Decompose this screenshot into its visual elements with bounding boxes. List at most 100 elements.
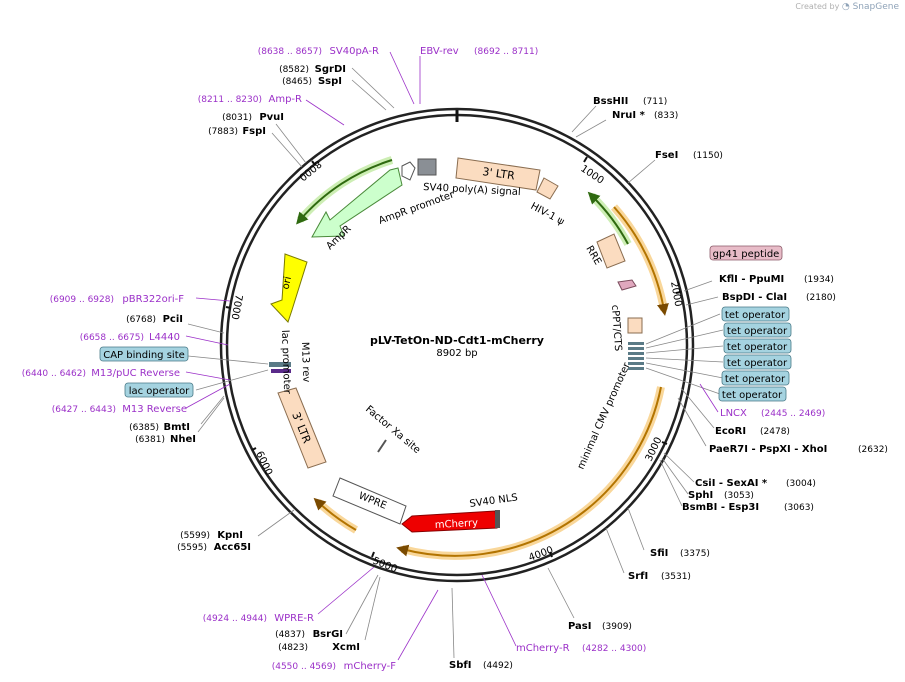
leader-lines (187, 67, 724, 659)
boxed-cap-binding-site-text: CAP binding site (103, 350, 185, 361)
enzyme-paer7i-pspxi-xhoi-pos: (2632) (858, 445, 888, 455)
orange-arc-upper (613, 206, 669, 316)
boxed-tet-operator-4 (723, 354, 792, 370)
plasmid-title: pLV-TetOn-ND-Cdt1-mCherry (370, 334, 544, 347)
enzyme-ecori-pos: (2478) (760, 427, 790, 437)
enzyme-kfli-ppumi-pos: (1934) (804, 275, 834, 285)
label-ampr-promoter: AmpR promoter (377, 189, 456, 227)
enzyme-sbfi-pos: (4492) (483, 661, 513, 671)
enzyme-kpni: KpnI (217, 530, 243, 541)
boxed-tet-operator-2-text: tet operator (727, 326, 788, 337)
label-hiv1-psi: HIV-1 ψ (529, 201, 567, 228)
primer-l4440-range: (6658 .. 6675) (80, 333, 144, 343)
primer-wpre-r: WPRE-R (274, 613, 314, 624)
boxed-gp41-peptide (709, 245, 783, 261)
enzyme-sspi: SspI (318, 76, 342, 87)
primer-mcherry-r-range: (4282 .. 4300) (582, 644, 646, 654)
boxed-tet-operator-6 (718, 386, 787, 402)
primer-labels: SV40pA-R (8638 .. 8657) EBV-rev (8692 ..… (22, 46, 826, 672)
feature-white-arrow (401, 161, 416, 181)
enzyme-xcmi: XcmI (332, 642, 360, 653)
enzyme-csii-sexai-pos: (3004) (786, 479, 816, 489)
enzyme-kpni-pos: (5599) (180, 531, 210, 541)
feature-cppt-box (627, 317, 643, 334)
enzyme-sphi-pos: (3053) (724, 491, 754, 501)
primer-m13-puc-reverse-range: (6440 .. 6462) (22, 369, 86, 379)
tick-label-5000: 5000 (371, 556, 399, 576)
enzyme-acc65i-pos: (5595) (177, 543, 207, 553)
enzyme-sbfi: SbfI (449, 660, 471, 671)
tick-label-7000: 7000 (229, 293, 244, 320)
green-arc-right (587, 191, 629, 245)
boxed-lac-operator (124, 382, 194, 398)
primer-m13-reverse: M13 Reverse (122, 404, 187, 415)
boxed-cap-binding-site (99, 346, 189, 362)
enzyme-xcmi-pos: (4823) (278, 643, 308, 653)
label-lac-promoter: lac promoter (279, 330, 292, 395)
label-minimal-cmv: minimal CMV promoter (576, 360, 633, 471)
enzyme-nrui-pos: (833) (654, 111, 678, 121)
enzyme-bmti-pos: (6385) (129, 423, 159, 433)
feature-small-ltr-box (536, 177, 559, 200)
primer-ebv-rev: EBV-rev (420, 46, 459, 57)
primer-sv40pa-r-range: (8638 .. 8657) (258, 47, 322, 57)
enzyme-paer7i-pspxi-xhoi: PaeR7I - PspXI - XhoI (709, 444, 827, 455)
primer-ebv-rev-range: (8692 .. 8711) (474, 47, 538, 57)
feature-3ltr-top-label: 3' LTR (482, 165, 516, 182)
enzyme-bsshii: BssHII (593, 96, 628, 107)
tick-5000: 5000 (371, 551, 399, 576)
enzyme-fspi: FspI (242, 126, 266, 137)
primer-leader-lines (185, 51, 719, 661)
enzyme-sgrdi: SgrDI (315, 64, 346, 75)
enzyme-sgrdi-pos: (8582) (279, 65, 309, 75)
enzyme-fsei: FseI (655, 150, 678, 161)
primer-lncx: LNCX (720, 408, 747, 419)
feature-sv40-pa-box (417, 158, 437, 176)
boxed-tet-operator-6-text: tet operator (722, 390, 783, 401)
feature-ori-arrow (270, 253, 308, 323)
feature-factor-xa-mark (377, 439, 387, 453)
primer-mcherry-f-range: (4550 .. 4569) (272, 662, 336, 672)
boxed-tet-operator-5-text: tet operator (725, 374, 786, 385)
feature-gp41-arrow (617, 279, 637, 291)
enzyme-sfii: SfiI (650, 548, 668, 559)
enzyme-fspi-pos: (7883) (208, 127, 238, 137)
feature-arcs (296, 156, 669, 560)
enzyme-pcii: PciI (163, 314, 183, 325)
primer-m13-puc-reverse: M13/pUC Reverse (91, 368, 180, 379)
enzyme-bspdi-clai-pos: (2180) (806, 293, 836, 303)
feature-3ltr-top (455, 157, 541, 191)
enzyme-bmti: BmtI (163, 422, 190, 433)
enzyme-bsrgi-pos: (4837) (275, 630, 305, 640)
enzyme-bsmbi-esp3i-pos: (3063) (784, 503, 814, 513)
enzyme-nhei-pos: (6381) (135, 435, 165, 445)
tick-label-6000: 6000 (253, 450, 274, 478)
label-sv40-nls: SV40 NLS (469, 492, 519, 510)
label-sv40-polya: SV40 poly(A) signal (423, 182, 521, 198)
snapgene-logo: ◔ SnapGene (841, 2, 899, 12)
enzyme-bsrgi: BsrGI (313, 629, 343, 640)
tick-1000: 1000 (578, 156, 606, 187)
primer-m13-reverse-range: (6427 .. 6443) (52, 405, 116, 415)
snapgene-credit: Created by ◔ SnapGene (795, 2, 899, 12)
primer-wpre-r-range: (4924 .. 4944) (203, 614, 267, 624)
primer-lncx-range: (2445 .. 2469) (761, 409, 825, 419)
boxed-lac-operator-text: lac operator (129, 386, 190, 397)
feature-mcherry-arrow (401, 510, 498, 533)
enzyme-fsei-pos: (1150) (693, 151, 723, 161)
boxed-tet-operator-2 (723, 322, 792, 338)
boxed-labels: gp41 peptide tet operator tet operator t… (99, 245, 792, 402)
enzyme-pasi-pos: (3909) (602, 622, 632, 632)
enzyme-kfli-ppumi: KflI - PpuMI (719, 274, 784, 285)
enzyme-sphi: SphI (688, 490, 713, 501)
tick-2000: 2000 (668, 281, 683, 308)
boxed-tet-operator-1 (721, 306, 790, 322)
tick-label-2000: 2000 (668, 281, 683, 308)
enzyme-csii-sexai: CsiI - SexAI * (695, 478, 768, 489)
feature-sv40-nls-box (495, 510, 500, 528)
orange-arc-large (396, 386, 662, 557)
enzyme-pasi: PasI (568, 621, 591, 632)
enzyme-labels-right: BssHII (711) NruI * (833) FseI (1150) Kf… (449, 96, 888, 671)
green-arc-left (296, 159, 393, 225)
